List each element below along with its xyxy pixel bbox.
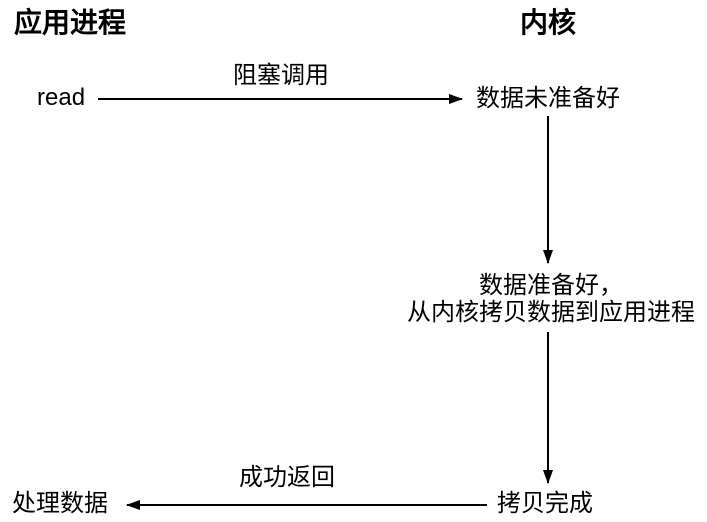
app-process-header: 应用进程 [14, 7, 127, 38]
success-return-label: 成功返回 [239, 464, 335, 491]
read-node: read [37, 84, 86, 111]
data-ready-line2: 从内核拷贝数据到应用进程 [407, 299, 695, 326]
data-ready-node: 数据准备好， 从内核拷贝数据到应用进程 [407, 272, 695, 326]
kernel-header: 内核 [519, 7, 577, 38]
blocking-call-label: 阻塞调用 [233, 62, 329, 89]
data-not-ready-node: 数据未准备好 [476, 85, 620, 112]
copy-done-node: 拷贝完成 [497, 490, 593, 517]
data-ready-line1: 数据准备好， [479, 272, 623, 299]
process-data-node: 处理数据 [12, 490, 108, 517]
